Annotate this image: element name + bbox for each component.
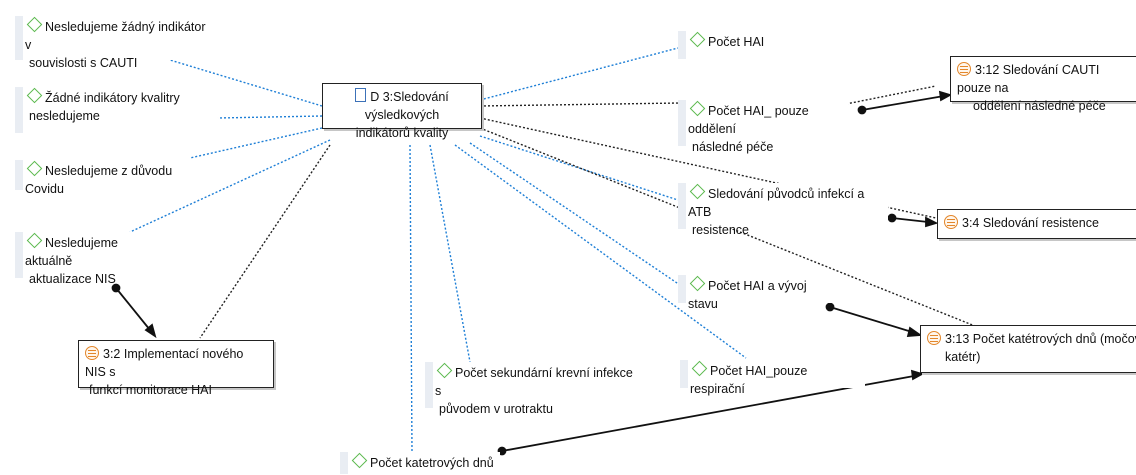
code-icon [689,183,706,200]
memo-icon [957,62,971,76]
code-label-line1: Počet HAI a vývoj stavu [688,279,807,311]
link-c6-m1 [845,85,937,105]
link-c8-m3 [829,306,913,333]
memo-icon [85,346,99,360]
memo-label-line1: 3:4 Sledování resistence [962,216,1099,230]
document-label-line1: D 3:Sledování výsledkových [364,90,449,122]
memo-icon [944,215,958,229]
memo-label-line2: katétr) [945,350,981,364]
document-node-d3[interactable]: D 3:Sledování výsledkových indikátorů kv… [322,83,482,140]
code-node-c4[interactable]: Nesledujeme aktuálně aktualizace NIS [15,232,165,286]
link-doc-c3 [189,127,323,159]
code-node-c2[interactable]: Žádné indikátory kvalitry nesledujeme [15,87,215,133]
link-doc-c10 [429,144,471,363]
document-label-line2: indikátorů kvality [355,126,449,140]
code-icon [689,31,706,48]
memo-label-line1: 3:12 Sledování CAUTI pouze na [957,63,1100,95]
link-doc-c9 [454,144,747,359]
code-label-line1: Počet HAI [708,35,765,49]
document-icon [355,88,367,102]
code-icon [26,87,43,104]
code-label-line1: Počet sekundární krevní infekce s [435,366,633,398]
code-icon [691,360,708,377]
code-icon [26,160,43,177]
memo-label-line2: funkcí monitorace HAI [89,383,212,397]
link-doc-c5 [479,47,679,101]
code-node-c7[interactable]: Sledování původců infekcí a ATB resisten… [678,183,888,237]
code-icon [689,275,706,292]
code-label-line2: resistence [692,223,749,237]
code-label-line1: Počet katetrových dnů [370,456,494,470]
link-doc-c2 [217,115,323,119]
code-label-line1: Sledování původců infekcí a ATB [688,187,865,219]
code-node-c3[interactable]: Nesledujeme z důvodu Covidu [15,160,215,196]
code-node-c8[interactable]: Počet HAI a vývoj stavu [678,275,838,311]
code-label-line1: Nesledujeme žádný indikátor v [25,20,206,52]
code-label-line2: aktualizace NIS [29,272,116,286]
code-label-line2: nesledujeme [29,109,100,123]
code-node-c1[interactable]: Nesledujeme žádný indikátor v souvislost… [15,16,215,70]
code-label-line1: Nesledujeme aktuálně [25,236,118,268]
code-label-line1: Žádné indikátory kvalitry [45,91,180,105]
memo-node-3-12[interactable]: 3:12 Sledování CAUTI pouze na oddělení n… [950,56,1136,113]
code-icon [436,362,453,379]
memo-node-3-2[interactable]: 3:2 Implementací nového NIS s funkcí mon… [78,340,274,397]
code-icon [26,16,43,33]
code-node-c6[interactable]: Počet HAI_ pouze oddělení následné péče [678,100,848,154]
memo-node-3-4[interactable]: 3:4 Sledování resistence [937,209,1136,239]
code-label-line1: Počet HAI_pouze respirační [690,364,808,396]
code-label-line2: souvislosti s CAUTI [29,56,138,70]
link-doc-c7 [479,135,679,201]
code-icon [351,452,368,469]
link-doc-c6 [479,102,681,107]
link-doc-c11 [409,144,413,453]
code-node-c11[interactable]: Počet katetrových dnů [340,452,500,474]
link-doc-c8 [469,142,681,286]
memo-label-line1: 3:2 Implementací nového NIS s [85,347,244,379]
link-doc-c1 [169,59,323,107]
memo-label-line1: 3:13 Počet katétrových dnů (močový [945,332,1136,346]
code-node-c10[interactable]: Počet sekundární krevní infekce s původe… [425,362,645,416]
code-label-line2: následné péče [692,140,774,154]
code-node-c9[interactable]: Počet HAI_pouze respirační [680,360,865,396]
code-node-c5[interactable]: Počet HAI [678,31,788,59]
link-doc-m3 [479,127,1001,337]
link-c7-m2 [891,217,929,223]
memo-node-3-13[interactable]: 3:13 Počet katétrových dnů (močový katét… [920,325,1136,373]
link-c11-m3 [501,375,915,452]
link-c6-m1-solid [861,95,945,111]
code-icon [26,232,43,249]
link-doc-c4 [129,139,331,233]
link-doc-m4 [199,144,331,339]
memo-label-line2: oddělení následné péče [973,99,1106,113]
link-c4-m4 [115,287,151,331]
code-icon [689,100,706,117]
code-label-line1: Počet HAI_ pouze oddělení [688,104,809,136]
code-label-line2: původem v urotraktu [439,402,553,416]
code-label-line1: Nesledujeme z důvodu Covidu [25,164,173,196]
memo-icon [927,331,941,345]
